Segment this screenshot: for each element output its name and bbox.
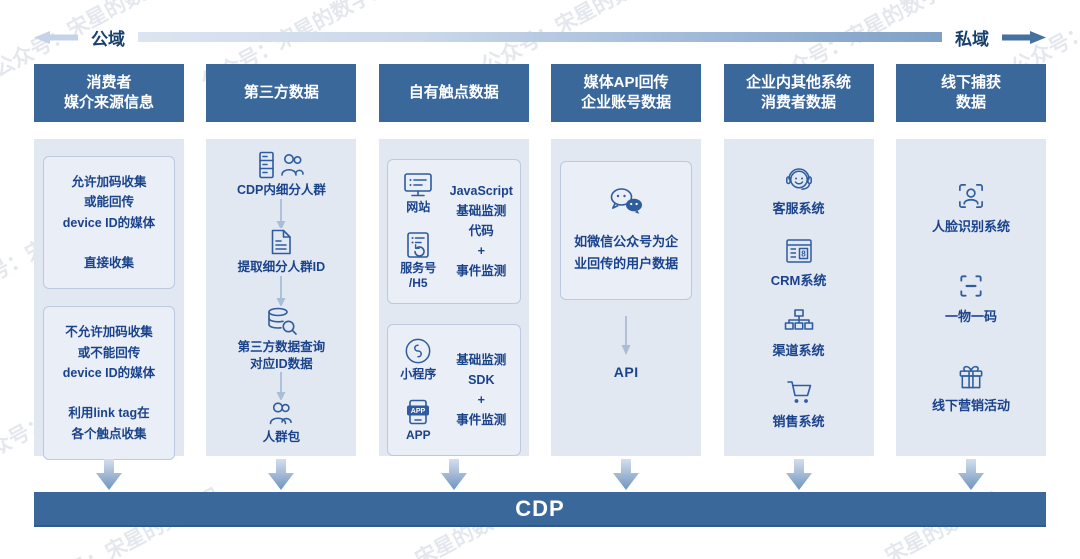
column-header: 媒体API回传 企业账号数据 [551, 64, 702, 122]
database-search-icon [268, 307, 298, 335]
system-customer-service: 客服系统 [773, 165, 825, 217]
channel-service-account: 服务号 /H5 [400, 231, 436, 291]
flow-down-arrow-icon [276, 198, 286, 229]
arrow-right-icon [1002, 30, 1046, 44]
api-label: API [613, 364, 639, 381]
column-media-source: 消费者 媒介来源信息 允许加码收集 或能回传 device ID的媒体 直接收集… [34, 64, 184, 460]
column-header: 消费者 媒介来源信息 [34, 64, 184, 122]
public-domain-label: 公域 [91, 29, 125, 49]
column-header: 企业内其他系统 消费者数据 [723, 64, 874, 122]
flow-step: 第三方数据查询 对应ID数据 [237, 306, 326, 373]
cdp-inflow-arrows [34, 459, 1046, 491]
wechat-data-box: 如微信公众号为企 业回传的用户数据 [560, 161, 693, 301]
column-body: 如微信公众号为企 业回传的用户数据 API [551, 139, 702, 456]
column-third-party: 第三方数据 CDP内细分人群 [206, 64, 357, 456]
system-label: 线下营销活动 [931, 398, 1010, 413]
channel-label: APP [405, 427, 431, 442]
channel-website: 网站 [403, 172, 433, 215]
big-down-arrow-icon [440, 459, 467, 490]
system-label: 客服系统 [772, 200, 825, 216]
step-label: CDP内细分人群 [236, 183, 326, 197]
system-channel: 渠道系统 [773, 308, 825, 359]
channel-app: APP APP [404, 398, 432, 443]
spectrum-gradient-bar [138, 32, 942, 42]
qr-scan-icon [960, 275, 982, 297]
channel-label: 网站 [406, 199, 431, 214]
svg-text:8: 8 [801, 249, 806, 258]
column-body: CDP内细分人群 提取细分人群ID [206, 139, 357, 456]
media-allowed-box: 允许加码收集 或能回传 device ID的媒体 直接收集 [43, 156, 175, 290]
tracking-method-text: 基础监测 SDK + 事件监测 [456, 352, 507, 427]
system-offline-marketing: 线下营销活动 [932, 361, 1010, 414]
system-label: 一物一码 [944, 309, 997, 324]
system-label: 人脸识别系统 [931, 219, 1010, 234]
column-body: 客服系统 8 CRM系统 [723, 139, 874, 456]
channel-icon [784, 309, 813, 331]
flow-step: CDP内细分人群 [237, 151, 326, 199]
website-icon [404, 173, 433, 197]
column-header: 自有触点数据 [378, 64, 529, 122]
arrow-left-icon [34, 30, 78, 44]
wechat-data-text: 如微信公众号为企 业回传的用户数据 [574, 234, 679, 272]
system-label: CRM系统 [770, 272, 827, 288]
big-down-arrow-icon [96, 459, 122, 490]
system-face-recognition: 人脸识别系统 [932, 181, 1010, 235]
media-not-allowed-box: 不允许加码收集 或不能回传 device ID的媒体 利用link tag在 各… [43, 306, 175, 460]
app-icon: APP [407, 399, 430, 425]
face-recognition-icon [958, 184, 983, 208]
big-down-arrow-icon [957, 459, 984, 490]
flow-down-arrow-icon [621, 316, 631, 356]
customer-service-icon [785, 168, 812, 190]
source-columns: 消费者 媒介来源信息 允许加码收集 或能回传 device ID的媒体 直接收集… [34, 64, 1046, 460]
app-touchpoint-box: 小程序 APP APP 基础监测 SDK + 事件监测 [386, 323, 521, 456]
column-header: 第三方数据 [206, 64, 357, 122]
wechat-icon [610, 188, 643, 214]
step-label: 人群包 [262, 430, 301, 445]
column-header: 线下捕获 数据 [895, 64, 1046, 122]
channel-label: 小程序 [400, 366, 437, 381]
system-one-item-one-code: 一物一码 [945, 271, 997, 325]
column-body: 人脸识别系统 一物一码 [895, 139, 1046, 456]
big-down-arrow-icon [785, 459, 812, 490]
system-label: 渠道系统 [772, 343, 825, 359]
tracking-method-text: JavaScript 基础监测 代码 + 事件监测 [449, 184, 513, 279]
web-touchpoint-box: 网站 服务号 /H5 JavaScript 基础监测 代 [386, 159, 521, 304]
cdp-bar: CDP [34, 492, 1046, 527]
flow-step: 提取细分人群ID [237, 228, 326, 276]
audience-database-icon [259, 151, 305, 179]
system-sales: 销售系统 [773, 379, 825, 430]
column-enterprise-systems: 企业内其他系统 消费者数据 客服系统 [723, 64, 874, 456]
system-crm: 8 CRM系统 [770, 237, 827, 289]
svg-text:APP: APP [411, 408, 426, 415]
crm-icon: 8 [785, 238, 812, 263]
step-label: 提取细分人群ID [237, 260, 326, 275]
flow-step: 人群包 [262, 400, 301, 446]
gift-icon [959, 365, 983, 389]
domain-spectrum: 公域 私域 [34, 24, 1046, 50]
private-domain-label: 私域 [955, 29, 989, 49]
big-down-arrow-icon [613, 459, 640, 490]
flow-down-arrow-icon [276, 276, 286, 306]
column-body: 允许加码收集 或能回传 device ID的媒体 直接收集 不允许加码收集 或不… [34, 139, 184, 460]
step-label: 第三方数据查询 对应ID数据 [237, 339, 326, 371]
column-media-api: 媒体API回传 企业账号数据 如微信公众号为企 业回传的用户数据 [551, 64, 702, 456]
channel-label: 服务号 /H5 [400, 260, 437, 290]
service-account-icon [407, 232, 430, 258]
flow-down-arrow-icon [276, 372, 286, 401]
cdp-label: CDP [515, 495, 565, 521]
system-label: 销售系统 [772, 414, 825, 430]
mini-program-icon [405, 338, 431, 364]
sales-cart-icon [786, 381, 811, 404]
document-icon [272, 230, 292, 255]
column-owned-touchpoints: 自有触点数据 网站 [378, 64, 529, 456]
audience-icon [270, 402, 293, 425]
api-flow: API [614, 316, 639, 380]
big-down-arrow-icon [268, 459, 295, 490]
column-body: 网站 服务号 /H5 JavaScript 基础监测 代 [378, 139, 529, 456]
channel-mini-program: 小程序 [400, 337, 436, 382]
column-offline-capture: 线下捕获 数据 人脸识别系统 [895, 64, 1046, 456]
